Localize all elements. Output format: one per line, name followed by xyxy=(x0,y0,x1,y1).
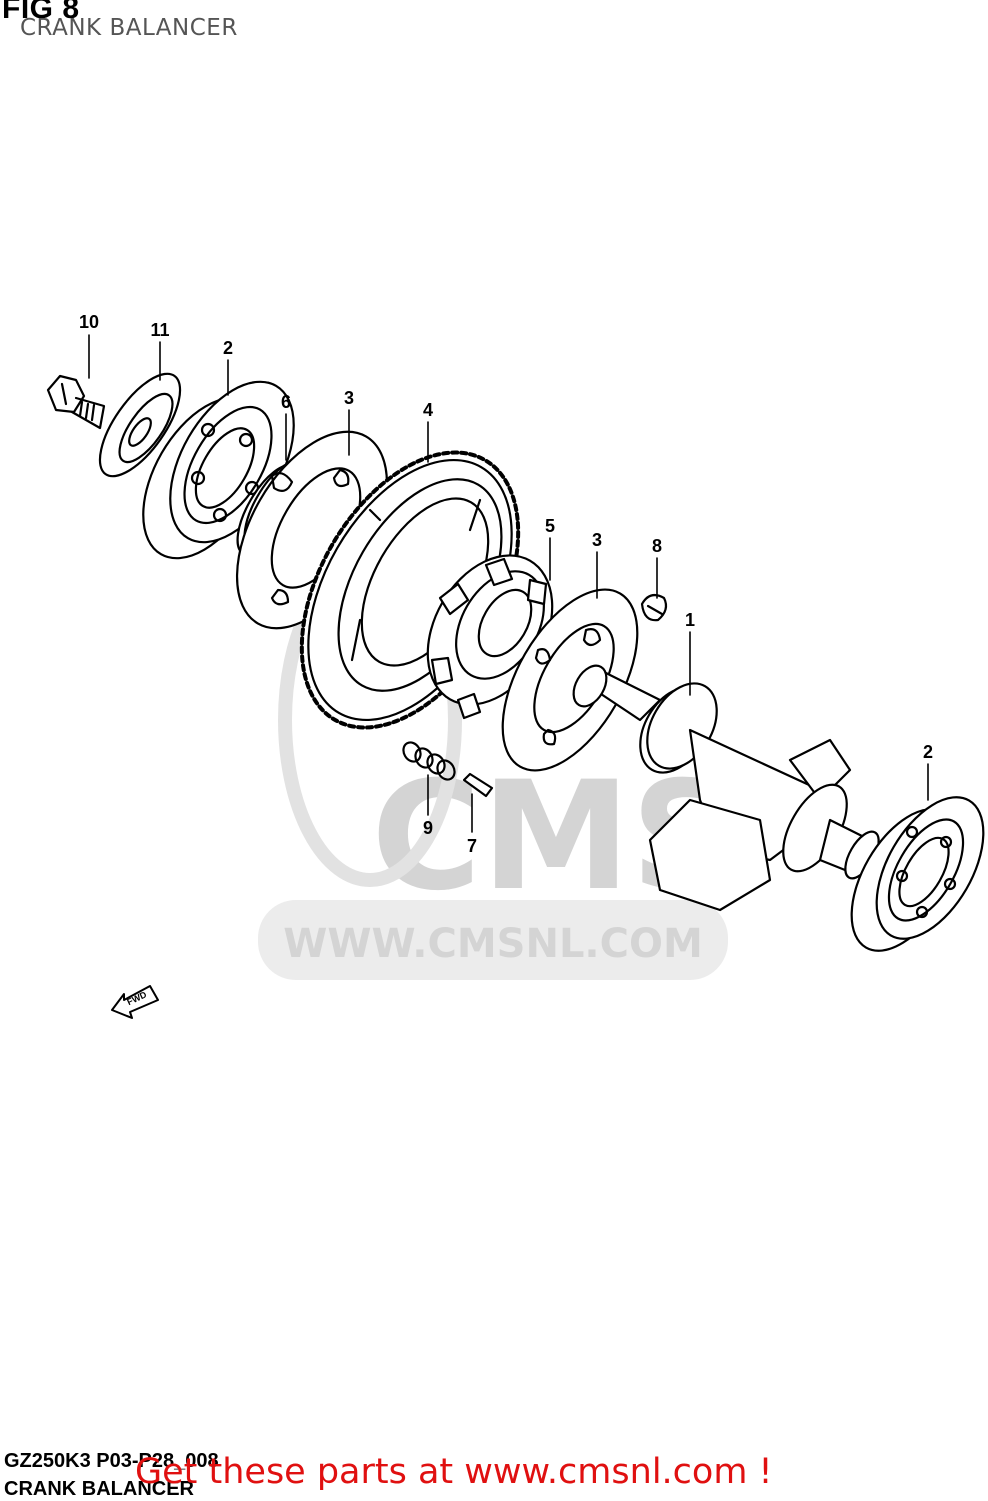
callout-2-left: 2 xyxy=(223,338,233,358)
watermark-url: WWW.CMSNL.COM xyxy=(283,921,703,967)
figure-subtitle: CRANK BALANCER xyxy=(20,15,238,41)
callout-3-right: 3 xyxy=(592,530,602,550)
spring-9 xyxy=(402,741,456,781)
parts-promo-link[interactable]: Get these parts at www.cmsnl.com ! xyxy=(135,1452,773,1492)
pin-7 xyxy=(462,772,494,798)
balancer-shaft-1 xyxy=(572,664,882,912)
callout-6: 6 xyxy=(281,392,291,412)
fwd-arrow-icon: FWD xyxy=(111,985,159,1019)
callout-9: 9 xyxy=(423,818,433,838)
callout-4: 4 xyxy=(423,400,433,420)
callout-3-left: 3 xyxy=(344,388,354,408)
callout-7: 7 xyxy=(467,836,477,856)
callout-1: 1 xyxy=(685,610,695,630)
callout-10: 10 xyxy=(79,312,99,332)
washer-11 xyxy=(98,372,182,478)
leader-lines xyxy=(88,334,929,833)
figure-number: FIG 8 xyxy=(2,0,80,25)
drawing-code: GZ250K3 P03-P28_008 xyxy=(4,1450,219,1472)
callout-5: 5 xyxy=(545,516,555,536)
callout-8: 8 xyxy=(652,536,662,556)
section-name: CRANK BALANCER xyxy=(4,1478,194,1500)
bolt-10 xyxy=(46,374,106,430)
callout-2-right: 2 xyxy=(923,742,933,762)
callout-11: 11 xyxy=(150,320,169,340)
bearing-2-right xyxy=(850,796,985,952)
key-8 xyxy=(640,593,668,622)
plate-3-right xyxy=(501,588,639,772)
